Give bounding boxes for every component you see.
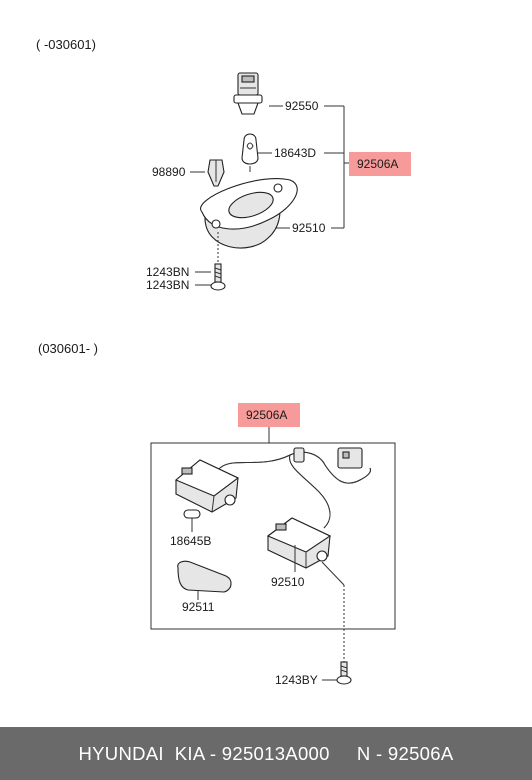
screw-part-1243BN: [210, 232, 226, 291]
label-1243BN-2: 1243BN: [146, 278, 189, 292]
assembly-badge-top[interactable]: 92506A: [349, 152, 411, 176]
bulb-part-18643D: [241, 133, 259, 172]
label-1243BY: 1243BY: [275, 673, 318, 687]
wiring-harness: [217, 447, 371, 529]
parts-diagram: ( -030601): [36, 37, 411, 687]
svg-text:92506A: 92506A: [357, 157, 398, 171]
label-92510-bottom: 92510: [271, 575, 305, 589]
footer-text: HYUNDAI KIA - 925013A000 N - 92506A: [78, 742, 454, 764]
label-18645B: 18645B: [170, 534, 211, 548]
footer-bar: HYUNDAI KIA - 925013A000 N - 92506A: [0, 727, 532, 780]
label-18643D: 18643D: [274, 146, 316, 160]
lens-part-92511: [177, 560, 232, 600]
bulb-part-18645B: [183, 509, 201, 532]
label-92511: 92511: [182, 600, 215, 614]
svg-text:92506A: 92506A: [246, 408, 287, 422]
label-1243BN-1: 1243BN: [146, 265, 189, 279]
lens-part-92510: [199, 178, 298, 249]
label-92510-top: 92510: [292, 221, 326, 235]
label-92550: 92550: [285, 99, 319, 113]
top-bracket-lines: [190, 105, 349, 286]
top-range-label: ( -030601): [36, 37, 96, 52]
lamp-assembly-left: [174, 459, 240, 513]
screw-part-1243BY: [321, 561, 352, 685]
assembly-badge-bottom[interactable]: 92506A: [238, 403, 300, 427]
lamp-part-92510: [266, 517, 332, 572]
assembly-frame: [150, 442, 396, 630]
clip-part-98890: [207, 159, 225, 187]
socket-part-92550: [233, 72, 263, 115]
bottom-range-label: (030601- ): [38, 341, 98, 356]
label-98890: 98890: [152, 165, 186, 179]
